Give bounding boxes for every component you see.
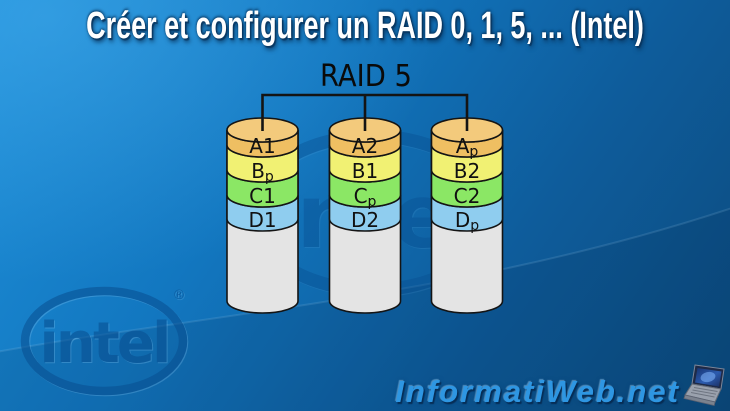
segment-label: A2 xyxy=(352,134,378,158)
disk-cylinder-3: Ap B2 C2 Dp xyxy=(430,117,504,314)
segment-label: Dp xyxy=(455,208,479,234)
segment-label: C2 xyxy=(454,184,481,208)
segment-label: D2 xyxy=(351,208,379,232)
segment-label: A1 xyxy=(249,134,275,158)
segment-label: Bp xyxy=(251,159,274,185)
laptop-front-edge xyxy=(683,394,716,406)
intel-swoosh-ellipse xyxy=(20,286,188,396)
intel-logo-text: intel xyxy=(39,311,168,376)
laptop-keyboard xyxy=(690,387,718,398)
segment-label: Cp xyxy=(354,184,377,210)
disk-cylinder-1: A1 Bp C1 D1 xyxy=(226,117,299,314)
laptop-icon xyxy=(683,364,725,406)
segment-label: B2 xyxy=(454,159,480,183)
raid-level-label: RAID 5 xyxy=(320,59,412,94)
site-name: InformatiWeb.net xyxy=(395,374,680,409)
intel-watermark-logo: intel ® xyxy=(20,286,188,396)
connector-lines xyxy=(261,93,469,131)
segment-label: D1 xyxy=(248,208,276,232)
registered-mark: ® xyxy=(173,288,186,303)
segment-label: B1 xyxy=(352,159,378,183)
disk-cylinder-2: A2 B1 Cp D2 xyxy=(328,117,402,314)
segment-label: C1 xyxy=(249,184,276,208)
laptop-screen-glow xyxy=(700,371,716,383)
page-title: Créer et configurer un RAID 0, 1, 5, ...… xyxy=(86,5,644,47)
segment-label: Ap xyxy=(456,134,479,160)
